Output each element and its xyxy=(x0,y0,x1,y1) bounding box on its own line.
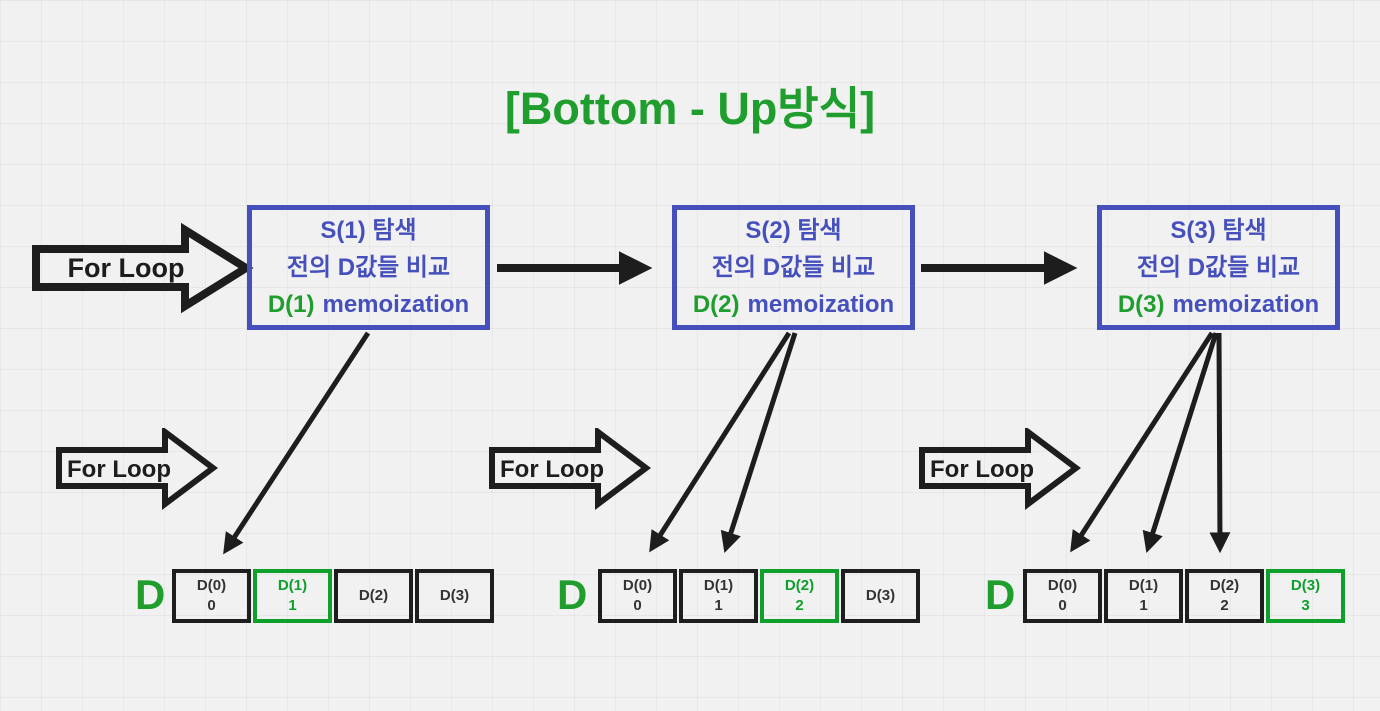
for-loop-label-3: For Loop xyxy=(930,456,1034,483)
step-box-3-memo-ref: D(3) xyxy=(1117,291,1165,318)
array2-cell-d3: D(3) xyxy=(841,569,920,623)
step-box-3-memo-line: D(3) memoization xyxy=(1102,286,1335,323)
array1-cell-d2: D(2) xyxy=(334,569,413,623)
cell-name: D(3) xyxy=(1290,577,1321,594)
arrow-box2-to-d0 xyxy=(649,331,792,553)
d-array-3: D(0) 0 D(1) 1 D(2) 2 D(3) 3 xyxy=(1023,569,1345,623)
cell-name: D(3) xyxy=(439,587,470,604)
cell-name: D(2) xyxy=(358,587,389,604)
arrow-box3-to-d1 xyxy=(1142,332,1219,554)
arrow-box3-to-d2 xyxy=(1209,332,1231,554)
block-arrow-outline xyxy=(489,428,651,510)
array-label-2: D xyxy=(557,571,588,618)
for-loop-label-1: For Loop xyxy=(67,456,171,483)
for-loop-label-2: For Loop xyxy=(500,456,604,483)
d-array-1: D(0) 0 D(1) 1 D(2) D(3) xyxy=(172,569,494,623)
step-box-1: S(1) 탐색 전의 D값들 비교 D(1) memoization xyxy=(247,205,490,330)
block-arrow-outline xyxy=(32,223,254,314)
block-arrow-outline xyxy=(56,428,218,510)
step-box-1-line1: S(1) 탐색 xyxy=(320,217,417,244)
for-loop-arrow-1: For Loop xyxy=(56,428,218,510)
cell-value: 2 xyxy=(1220,597,1229,614)
array1-cell-d3: D(3) xyxy=(415,569,494,623)
d-array-2: D(0) 0 D(1) 1 D(2) 2 D(3) xyxy=(598,569,920,623)
array1-cell-d1: D(1) 1 xyxy=(253,569,332,623)
array1-cell-d0: D(0) 0 xyxy=(172,569,251,623)
cell-value: 3 xyxy=(1301,597,1310,614)
cell-name: D(3) xyxy=(865,587,896,604)
for-loop-main-arrow: For Loop xyxy=(32,223,254,314)
array2-cell-d2: D(2) 2 xyxy=(760,569,839,623)
array3-cell-d1: D(1) 1 xyxy=(1104,569,1183,623)
cell-name: D(1) xyxy=(703,577,734,594)
step-box-2-memo-line: D(2) memoization xyxy=(677,286,910,323)
array3-cell-d0: D(0) 0 xyxy=(1023,569,1102,623)
cell-value: 0 xyxy=(207,597,216,614)
arrow-box3-to-d0 xyxy=(1070,331,1215,553)
cell-value: 1 xyxy=(714,597,723,614)
array2-cell-d0: D(0) 0 xyxy=(598,569,677,623)
cell-name: D(1) xyxy=(1128,577,1159,594)
array3-cell-d3: D(3) 3 xyxy=(1266,569,1345,623)
cell-name: D(1) xyxy=(277,577,308,594)
step-box-3: S(3) 탐색 전의 D값들 비교 D(3) memoization xyxy=(1097,205,1340,330)
step-box-2-memo-ref: D(2) xyxy=(692,291,740,318)
step-box-1-line2: 전의 D값들 비교 xyxy=(286,254,451,281)
array-label-1: D xyxy=(135,571,166,618)
array-label-3: D xyxy=(985,571,1016,618)
step-box-2-line1: S(2) 탐색 xyxy=(745,217,842,244)
step-box-3-line2: 전의 D값들 비교 xyxy=(1136,254,1301,281)
cell-value: 1 xyxy=(1139,597,1148,614)
step-box-2-memo-text: memoization xyxy=(747,291,895,318)
step-box-1-memo-text: memoization xyxy=(322,291,470,318)
cell-name: D(0) xyxy=(196,577,227,594)
cell-name: D(0) xyxy=(1047,577,1078,594)
for-loop-main-label: For Loop xyxy=(68,253,185,283)
cell-value: 0 xyxy=(1058,597,1067,614)
for-loop-arrow-2: For Loop xyxy=(489,428,651,510)
for-loop-arrow-3: For Loop xyxy=(919,428,1081,510)
cell-name: D(2) xyxy=(1209,577,1240,594)
cell-name: D(2) xyxy=(784,577,815,594)
cell-name: D(0) xyxy=(622,577,653,594)
step-box-3-line1: S(3) 탐색 xyxy=(1170,217,1267,244)
array3-cell-d2: D(2) 2 xyxy=(1185,569,1264,623)
step-box-1-memo-ref: D(1) xyxy=(267,291,315,318)
step-box-2-line2: 전의 D값들 비교 xyxy=(711,254,876,281)
step-box-2: S(2) 탐색 전의 D값들 비교 D(2) memoization xyxy=(672,205,915,330)
step-box-3-memo-text: memoization xyxy=(1172,291,1320,318)
cell-value: 1 xyxy=(288,597,297,614)
arrow-box2-to-d1 xyxy=(720,332,798,553)
cell-value: 0 xyxy=(633,597,642,614)
step-box-1-memo-line: D(1) memoization xyxy=(252,286,485,323)
diagram-title: [Bottom - Up방식] xyxy=(504,83,876,134)
array2-cell-d1: D(1) 1 xyxy=(679,569,758,623)
cell-value: 2 xyxy=(795,597,804,614)
block-arrow-outline xyxy=(919,428,1081,510)
arrow-box1-to-d0 xyxy=(223,331,371,555)
